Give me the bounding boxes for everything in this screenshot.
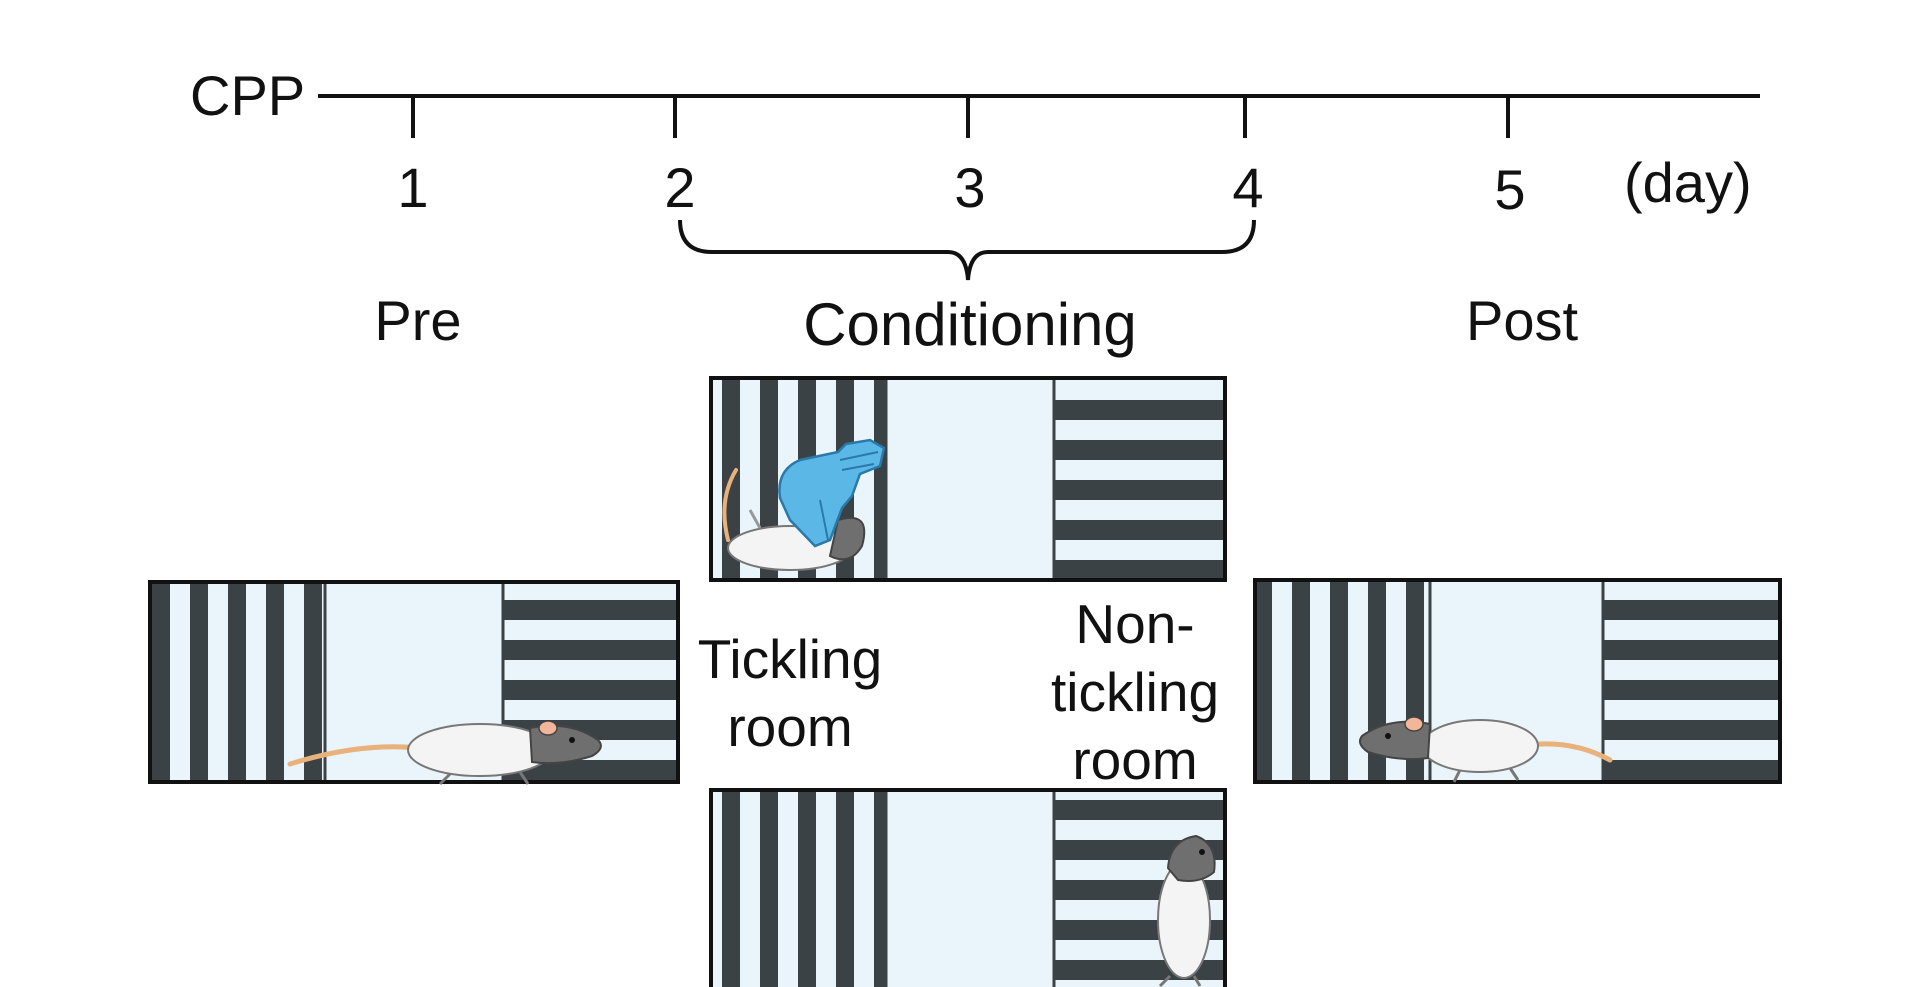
pre-chamber — [148, 580, 680, 784]
conditioning-brace — [678, 219, 1256, 281]
non-tickling-middle-compartment — [886, 790, 1054, 987]
conditioning-tickling-chamber — [709, 376, 1227, 582]
tickling-room-line-1: Tickling — [697, 628, 883, 690]
non-tickling-room-line-1: Non- — [1075, 593, 1195, 655]
tickling-room-line-2: room — [727, 696, 853, 758]
post-horizontal-stripe-compartment — [1603, 580, 1780, 782]
non-tickling-room-line-3: room — [1072, 729, 1198, 791]
timeline-label: CPP — [190, 64, 306, 127]
phase-conditioning-label: Conditioning — [803, 291, 1137, 358]
conditioning-non-tickling-chamber — [709, 788, 1227, 987]
day-4-label: 4 — [1232, 156, 1264, 219]
post-chamber — [1253, 578, 1782, 782]
tickling-horizontal-stripe-compartment — [1054, 378, 1225, 580]
day-3-label: 3 — [954, 156, 986, 219]
non-tickling-room-label: Non- tickling room — [1051, 590, 1219, 794]
non-tickling-room-line-2: tickling — [1050, 661, 1220, 723]
tickling-room-label: Tickling room — [698, 625, 882, 761]
day-5-label: 5 — [1494, 158, 1526, 221]
non-tickling-vertical-stripe-compartment — [711, 790, 886, 987]
day-unit-label: (day) — [1624, 151, 1752, 214]
tickling-middle-compartment — [886, 378, 1054, 580]
phase-post-label: Post — [1465, 289, 1579, 352]
pre-vertical-stripe-compartment — [150, 582, 325, 782]
day-2-label: 2 — [664, 156, 696, 219]
glove-hand-icon — [778, 438, 886, 548]
day-1-label: 1 — [397, 156, 429, 219]
rat-icon — [1157, 834, 1216, 987]
phase-pre-label: Pre — [374, 289, 462, 352]
